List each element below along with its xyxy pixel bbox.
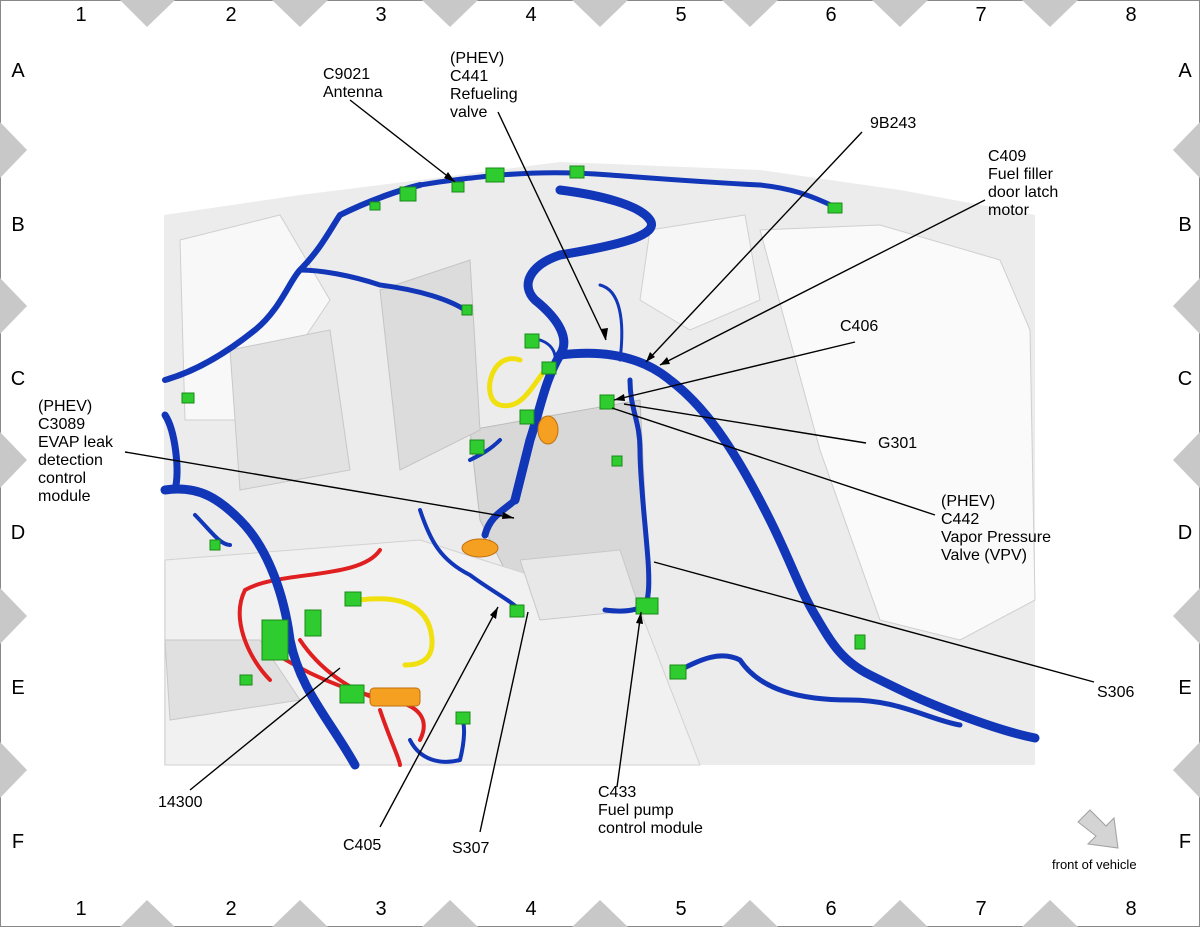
leader-lines	[124, 99, 1095, 833]
grid-row-label: E	[1178, 677, 1192, 699]
grid-row-label: D	[1177, 522, 1193, 544]
grid-column-label: 1	[75, 898, 87, 920]
label-s306: S306	[1097, 684, 1135, 701]
grid-column-label: 5	[675, 4, 687, 26]
label-c433-fuel-pump-control-module: C433 Fuel pump control module	[598, 784, 703, 837]
grid-column-label: 6	[825, 4, 837, 26]
label-g301: G301	[878, 435, 918, 452]
grid-row-label: F	[1178, 831, 1192, 853]
grid-column-label: 4	[525, 4, 537, 26]
label-14300: 14300	[158, 794, 203, 811]
front-of-vehicle-label: front of vehicle	[1052, 857, 1137, 872]
right-zone-markers	[1173, 122, 1200, 798]
bottom-zone-markers	[120, 900, 1078, 927]
grid-row-label: F	[11, 831, 25, 853]
grid-row-label: B	[11, 214, 25, 236]
label-s307: S307	[452, 840, 490, 857]
connectors	[181, 165, 866, 725]
leader-arrowheads	[444, 172, 670, 624]
grid-row-label: C	[10, 368, 26, 390]
grid-row-label: A	[1178, 60, 1192, 82]
grid-column-label: 2	[225, 4, 237, 26]
grid-row-label: E	[11, 677, 25, 699]
grid-row-label: D	[10, 522, 26, 544]
grid-column-label: 8	[1125, 898, 1137, 920]
grid-column-label: 1	[75, 4, 87, 26]
label-c441-refueling-valve: (PHEV) C441 Refueling valve	[450, 50, 518, 121]
grid-column-label: 7	[975, 898, 987, 920]
label-c405: C405	[343, 837, 382, 854]
grid-column-label: 3	[375, 4, 387, 26]
grid-row-label: B	[1178, 214, 1192, 236]
grid-column-label: 6	[825, 898, 837, 920]
left-zone-markers	[0, 122, 27, 798]
grid-column-label: 3	[375, 898, 387, 920]
yellow-wires	[357, 356, 548, 668]
label-c3089-evap-leak-detection-control-module: (PHEV) C3089 EVAP leak detection control…	[38, 398, 114, 505]
grid-column-label: 8	[1125, 4, 1137, 26]
grid-column-label: 7	[975, 4, 987, 26]
wire-harness	[160, 170, 1040, 770]
label-9b243: 9B243	[870, 115, 917, 132]
grid-row-label: A	[11, 60, 25, 82]
label-c9021-antenna: C9021 Antenna	[323, 66, 383, 101]
label-c406: C406	[840, 318, 879, 335]
vehicle-body	[164, 162, 1036, 766]
grid-row-label: C	[1177, 368, 1193, 390]
orange-parts	[369, 415, 559, 707]
grid-column-label: 4	[525, 898, 537, 920]
label-c442-vapor-pressure-valve: (PHEV) C442 Vapor Pressure Valve (VPV)	[941, 493, 1051, 564]
top-zone-markers	[120, 0, 1078, 27]
front-of-vehicle-arrow-icon	[1077, 809, 1119, 849]
label-c409-fuel-filler-door-latch-motor: C409 Fuel filler door latch motor	[988, 148, 1059, 219]
grid-column-label: 2	[225, 898, 237, 920]
grid-column-label: 5	[675, 898, 687, 920]
